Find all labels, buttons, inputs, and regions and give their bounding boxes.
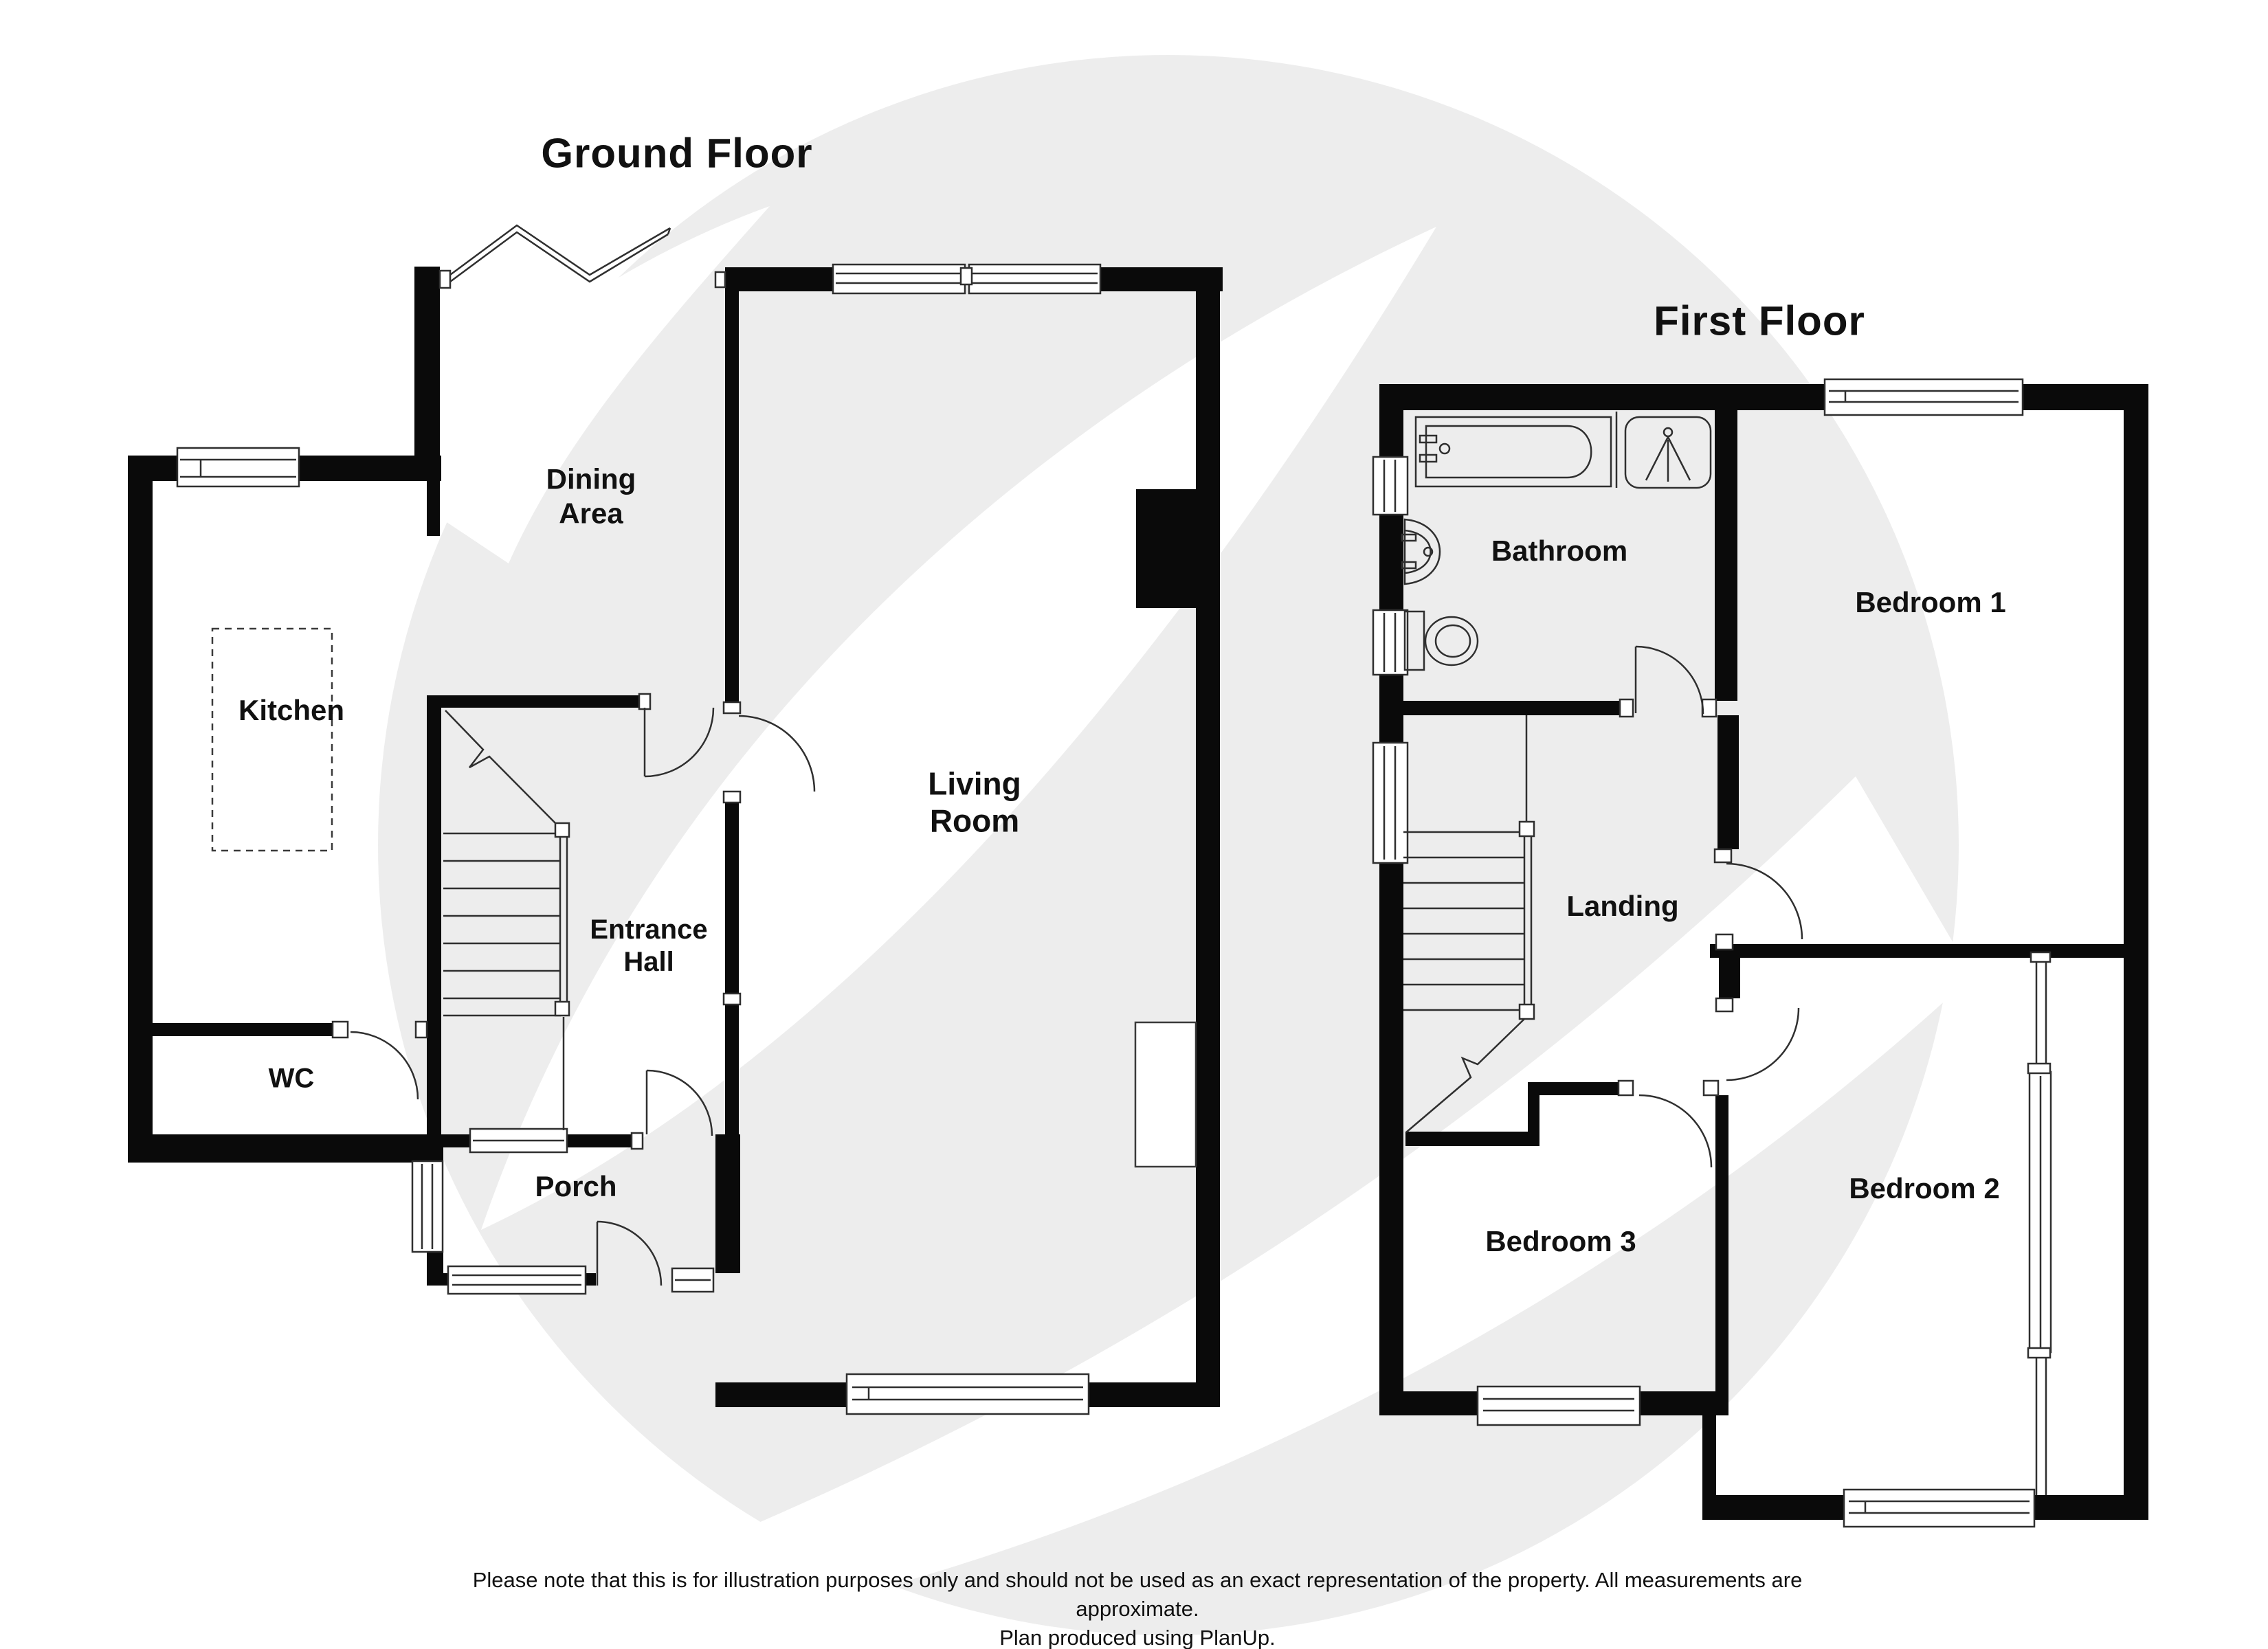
ground-floor-windows <box>176 263 1102 1415</box>
ground-floor-walls <box>128 267 1223 1407</box>
fireplace-hearth <box>1134 1021 1197 1168</box>
room-label-bedroom-3: Bedroom 3 <box>1485 1225 1636 1258</box>
disclaimer-line-2: approximate. <box>1076 1597 1199 1621</box>
first-floor-staircase <box>1403 715 1535 1133</box>
room-label-porch: Porch <box>535 1170 617 1203</box>
room-label-bedroom-2: Bedroom 2 <box>1849 1172 2000 1205</box>
disclaimer-line-3: Plan produced using PlanUp. <box>999 1626 1276 1649</box>
wash-basin <box>1401 518 1441 585</box>
room-label-dining-area: Dining Area <box>546 462 636 529</box>
kitchen-island-outline <box>211 627 333 852</box>
first-floor-windows <box>1372 378 2036 1528</box>
bedroom2-inset-wall <box>2028 962 2052 1495</box>
first-floor-wall-caps <box>1617 698 2052 1359</box>
first-floor-doors <box>1634 645 1803 1168</box>
ground-floor-staircase <box>443 710 570 1130</box>
room-label-living-room: Living Room <box>928 765 1021 839</box>
toilet <box>1403 610 1479 671</box>
shower <box>1624 416 1712 489</box>
room-label-entrance-hall: Entrance Hall <box>590 914 708 977</box>
first-floor-plan <box>1372 378 2148 1528</box>
room-label-bedroom-1: Bedroom 1 <box>1855 586 2006 619</box>
first-floor-title: First Floor <box>1654 298 1865 344</box>
ground-floor-wall-caps <box>331 267 973 1150</box>
ground-floor-plan <box>128 224 1223 1415</box>
room-label-landing: Landing <box>1566 890 1679 923</box>
bathtub <box>1414 416 1612 488</box>
room-label-bathroom: Bathroom <box>1491 535 1628 568</box>
room-label-kitchen: Kitchen <box>238 694 345 727</box>
disclaimer-line-1: Please note that this is for illustratio… <box>472 1568 1803 1592</box>
first-floor-walls <box>1379 384 2148 1520</box>
ground-floor-title: Ground Floor <box>541 130 813 177</box>
ground-floor-doors <box>350 707 816 1286</box>
open-wall-zigzag <box>449 224 671 283</box>
room-label-wc: WC <box>268 1063 315 1094</box>
